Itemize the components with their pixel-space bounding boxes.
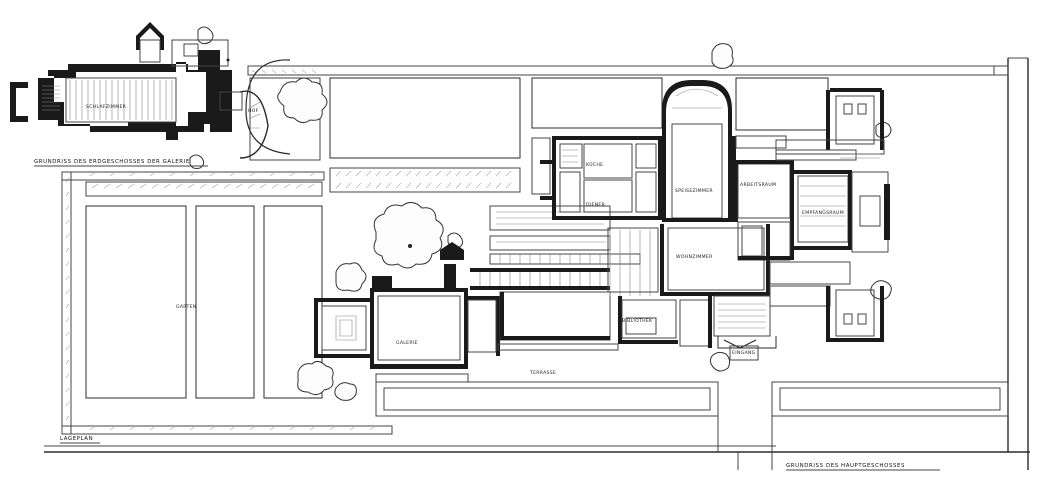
label-garten: GARTEN xyxy=(176,304,197,310)
lawn-rectangles xyxy=(85,77,829,399)
label-schlafzimmer: SCHLAFZIMMER xyxy=(86,104,127,110)
room-labels: GALERIE WOHNZIMMER SPEISEZIMMER KÜCHE AR… xyxy=(86,104,844,376)
drawing-captions: GRUNDRISS DES ERDGESCHOSSES DER GALERIE … xyxy=(34,159,940,471)
label-diener: DIENER xyxy=(586,202,606,208)
caption-main-floor: GRUNDRISS DES HAUPTGESCHOSSES xyxy=(786,463,905,469)
label-empfangsraum: EMPFANGSRAUM xyxy=(802,210,844,216)
label-arbeitsraum: ARBEITSRAUM xyxy=(740,182,776,188)
label-bibliothek: BIBLIOTHEK xyxy=(622,318,653,324)
caption-gallery-ground-floor: GRUNDRISS DES ERDGESCHOSSES DER GALERIE xyxy=(34,159,190,165)
main-house-plan xyxy=(314,80,890,383)
label-terrasse: TERRASSE xyxy=(529,370,556,376)
label-speisezimmer: SPEISEZIMMER xyxy=(675,188,713,194)
label-eingang: EINGANG xyxy=(732,350,756,356)
site-boundary xyxy=(44,57,1030,470)
gallery-ground-floor-plan xyxy=(10,22,291,159)
label-kueche: KÜCHE xyxy=(586,161,603,168)
trees xyxy=(189,26,892,401)
label-galerie: GALERIE xyxy=(396,340,418,346)
label-hof: HOF xyxy=(248,108,259,114)
caption-site-plan: LAGEPLAN xyxy=(60,436,93,442)
label-wohnzimmer: WOHNZIMMER xyxy=(676,254,713,260)
hedge-hatching xyxy=(65,69,512,431)
